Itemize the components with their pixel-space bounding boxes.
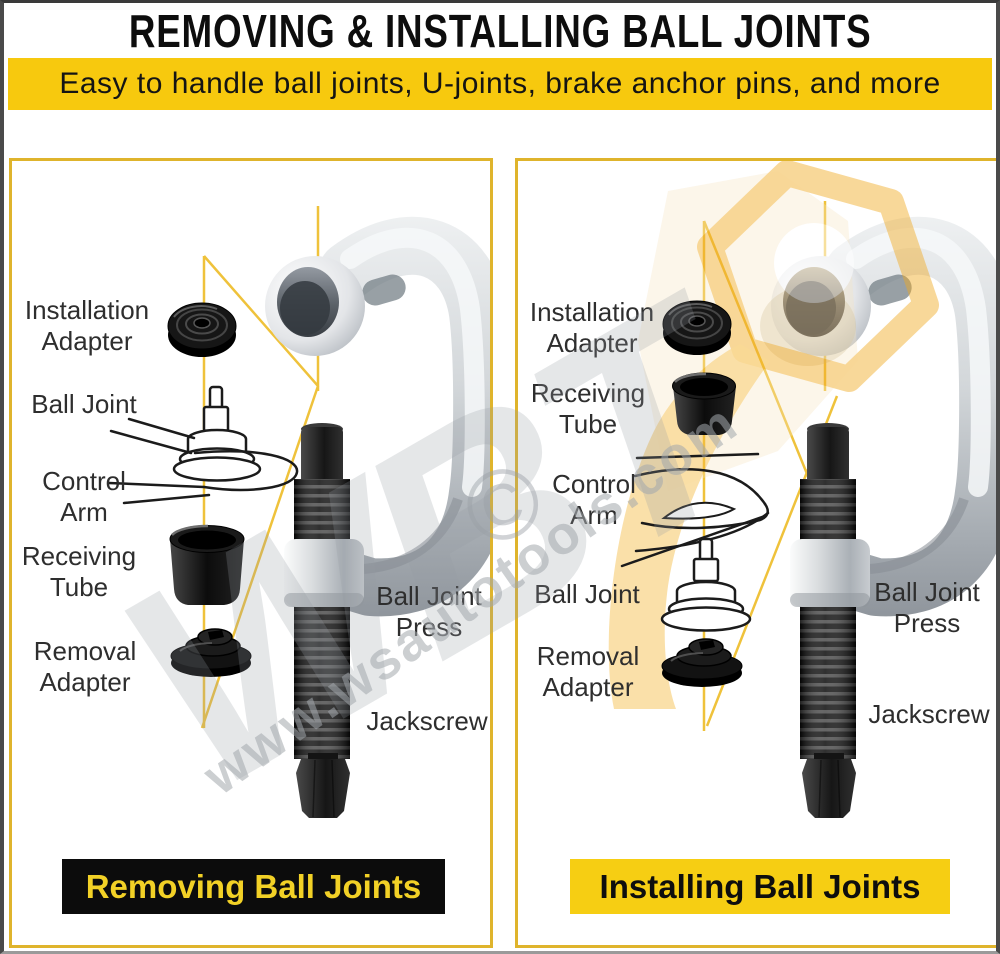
jackscrew-illustration bbox=[284, 423, 364, 818]
collar-nut bbox=[284, 539, 364, 607]
label-ball-joint-press: Ball Joint Press bbox=[874, 577, 980, 638]
installation-adapter-illustration bbox=[662, 300, 732, 355]
label-ball-joint: Ball Joint bbox=[31, 389, 137, 419]
control-arm-illustration bbox=[107, 417, 299, 505]
jackscrew-illustration bbox=[790, 423, 870, 818]
collar-nut bbox=[790, 539, 870, 607]
label-ball-joint: Ball Joint bbox=[534, 579, 640, 609]
receiving-tube-illustration bbox=[672, 372, 736, 435]
hex-drive-tip bbox=[802, 759, 856, 818]
subtitle-text: Easy to handle ball joints, U-joints, br… bbox=[59, 67, 941, 100]
caption-removing-text: Removing Ball Joints bbox=[85, 867, 422, 905]
label-removal-adapter: Removal Adapter bbox=[536, 641, 640, 702]
label-installation-adapter: Installation Adapter bbox=[24, 295, 150, 356]
page-title-text: REMOVING & INSTALLING BALL JOINTS bbox=[128, 5, 872, 57]
label-receiving-tube: Receiving Tube bbox=[530, 378, 646, 439]
hex-drive-tip bbox=[296, 759, 350, 818]
label-jackscrew: Jackscrew bbox=[868, 699, 990, 729]
installing-exploded-view-illustration bbox=[608, 161, 996, 818]
removal-adapter-illustration bbox=[170, 628, 252, 677]
label-control-arm: Control Arm bbox=[552, 469, 636, 530]
label-receiving-tube: Receiving Tube bbox=[21, 541, 137, 602]
caption-removing-ball-joints: Removing Ball Joints bbox=[62, 859, 445, 914]
label-ball-joint-press: Ball Joint Press bbox=[376, 581, 482, 642]
label-control-arm: Control Arm bbox=[42, 466, 126, 527]
removal-adapter-illustration bbox=[661, 638, 743, 687]
removing-exploded-view-illustration bbox=[107, 206, 490, 818]
page-title: REMOVING & INSTALLING BALL JOINTS bbox=[4, 4, 996, 58]
caption-installing-ball-joints: Installing Ball Joints bbox=[570, 859, 950, 914]
subtitle-banner: Easy to handle ball joints, U-joints, br… bbox=[8, 58, 992, 110]
c-frame-press-illustration bbox=[265, 216, 490, 617]
receiving-tube-illustration bbox=[169, 524, 245, 605]
panel-removing: Installation Adapter Ball Joint Control … bbox=[9, 158, 493, 948]
panel-installing: Installation Adapter Receiving Tube Cont… bbox=[515, 158, 996, 948]
ball-joint-illustration bbox=[172, 385, 262, 482]
installation-adapter-illustration bbox=[167, 302, 237, 357]
control-arm-illustration bbox=[620, 452, 770, 568]
label-removal-adapter: Removal Adapter bbox=[33, 636, 137, 697]
caption-installing-text: Installing Ball Joints bbox=[599, 867, 921, 905]
label-jackscrew: Jackscrew bbox=[366, 706, 488, 736]
label-installation-adapter: Installation Adapter bbox=[529, 297, 655, 358]
ball-joint-illustration bbox=[660, 537, 752, 632]
